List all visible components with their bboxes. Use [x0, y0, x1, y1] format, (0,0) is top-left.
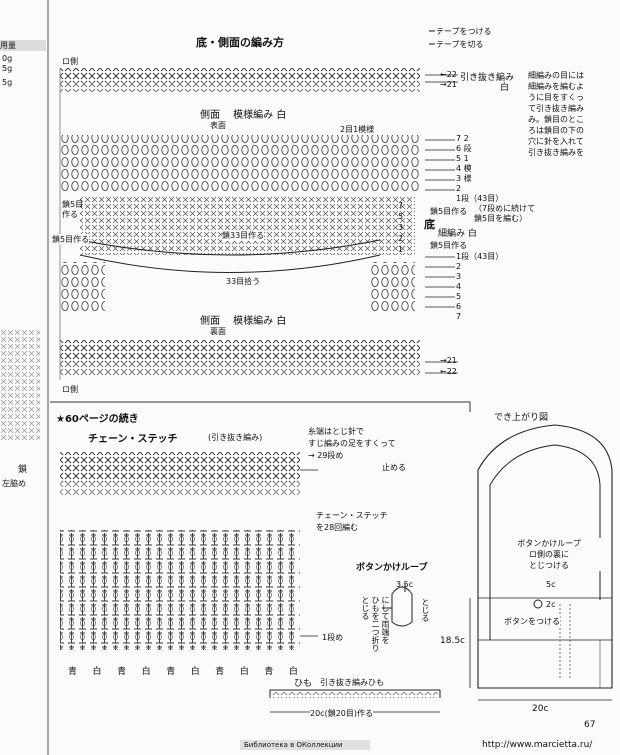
slip-stitch-note: 細編みの目には細編みを編むように目をすくっ て引き抜き編みみ。鎖目のところは鎖目…	[528, 71, 584, 157]
yarn-end-note: 糸端はとじ針で すじ編みの足をすくって → 29段め 止める	[308, 427, 406, 472]
pattern-repeat-note: 2目1模様	[340, 125, 375, 134]
opening-side-label-top: ロ側	[62, 57, 78, 66]
row-22-bottom: ←22	[440, 367, 457, 376]
finished-2c: 2c	[546, 600, 556, 609]
finished-title: でき上がり図	[494, 413, 549, 423]
opening-side-label-bottom: ロ側	[62, 385, 78, 394]
finished-5c: 5c	[546, 580, 556, 589]
left-table-header: 用量	[0, 40, 46, 51]
finished-width: 20c	[532, 704, 549, 714]
bottom-part-name: 底	[424, 218, 435, 231]
left-table-row: 5g	[2, 64, 13, 73]
pick-33-label: 33目拾う	[226, 277, 261, 286]
button-loop-note: ひもを二つ折り	[371, 596, 380, 652]
top-side-title: 側面 模様編み 白	[200, 106, 287, 121]
left-margin-note: 左脇め	[2, 479, 26, 488]
page-number: 67	[584, 720, 596, 730]
row-1-label: 1段め	[322, 633, 344, 642]
button-loop-note: とじる	[421, 598, 430, 622]
chain-33-label: 鎖33目作る	[222, 230, 265, 241]
button-loop-note: にして両端を	[381, 596, 390, 644]
strap-title: ひも	[294, 679, 313, 689]
finished-button-label: ボタンをつける	[504, 616, 560, 627]
chain-right-1: 鎖5目作る	[430, 207, 468, 216]
chain-continue-note: （7段めに続けて鎖5目を編む）	[474, 204, 536, 223]
chain-stitch-subtitle: (引き抜き編み)	[208, 433, 263, 442]
button-loop-dim: 3.5c	[396, 580, 414, 589]
legend-attach-tape: ＝テープをつける	[428, 27, 492, 36]
strap-subtitle: 引き抜き編みひも	[320, 678, 384, 687]
bottom-side-title: 側面 模様編み 白	[200, 316, 287, 327]
left-table-row: 5g	[2, 78, 13, 87]
bottom-side-subtitle: 裏面	[210, 327, 226, 336]
row-22-top: ←22	[440, 70, 457, 79]
continuation-title: ★60ページの続き	[56, 414, 139, 425]
row-21-top: →21	[440, 80, 457, 89]
library-stamp: Библиотека в ОКоллекции	[244, 741, 343, 749]
slip-row-label: 引き抜き編み	[460, 73, 515, 83]
finished-height: 18.5c	[440, 636, 465, 646]
bottom-sc-label: 細編み 白	[438, 229, 477, 239]
finished-loop-label: ボタンかけループロ側の裏にとじつける	[494, 538, 604, 571]
strap-dimension: 20c(鎖20目)作る	[310, 708, 373, 719]
button-loop-title: ボタンかけループ	[356, 563, 428, 573]
site-url[interactable]: http://www.marcietta.ru/	[482, 740, 593, 750]
top-side-subtitle: 表面	[210, 121, 226, 130]
chain-stitch-title: チェーン・ステッチ	[88, 434, 178, 445]
left-margin-chain: 鎖	[18, 465, 28, 475]
left-table-row: 0g	[2, 54, 13, 63]
chain-mid-left: 鎖5目作る	[52, 234, 90, 245]
row-21-bottom: →21	[440, 356, 457, 365]
chain-28-note: チェーン・ステッチを28回編む	[316, 511, 388, 532]
chart-title: 底・側面の編み方	[196, 36, 284, 49]
button-loop-note: とじる	[361, 596, 370, 620]
legend-cut-tape: ＝テープを切る	[428, 40, 484, 49]
chain-right-2: 鎖5目作る	[430, 241, 468, 250]
chain-top-left: 鎖5目作る	[62, 200, 84, 219]
color-row: 青白 青白 青白 青白 青白	[68, 667, 298, 677]
slip-row-color: 白	[500, 83, 510, 93]
